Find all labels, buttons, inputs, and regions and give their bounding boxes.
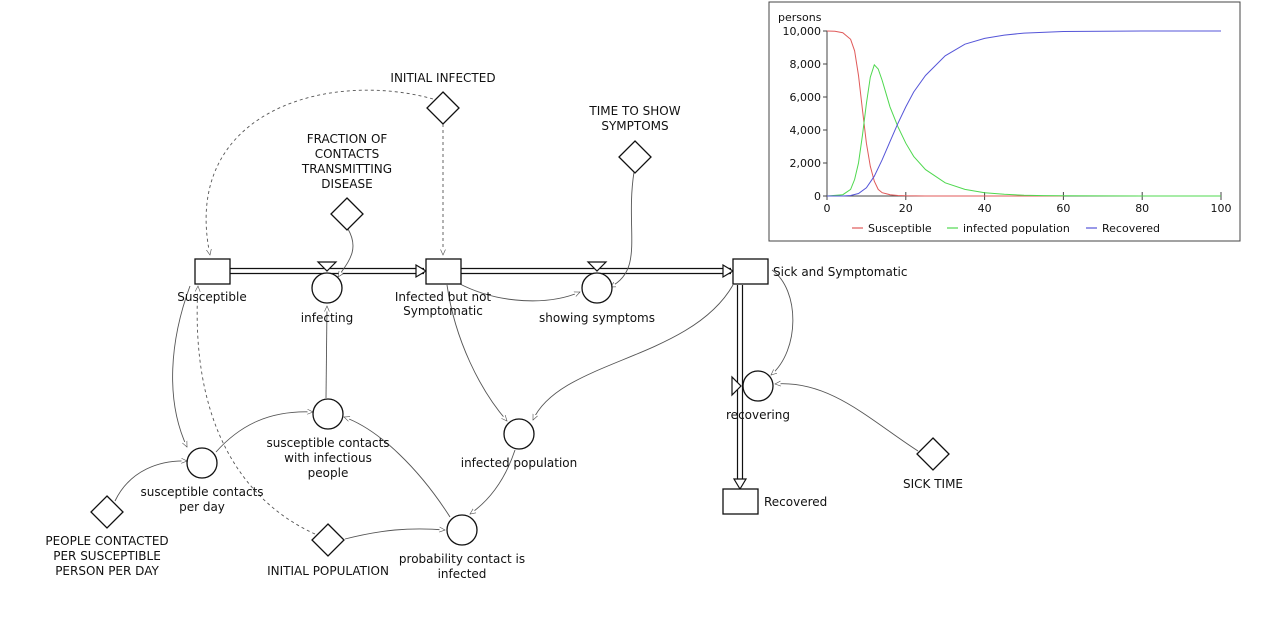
recovering-valve: [731, 375, 742, 397]
stock-infected-label-line2: Symptomatic: [403, 304, 483, 318]
y-tick-label: 6,000: [790, 91, 822, 104]
graph-pad: persons 0 2,000 4,000 6,000 8,000 10,000 0 20 4…: [768, 1, 1241, 242]
stock-infected-not-symptomatic[interactable]: [425, 258, 462, 285]
aux-susceptible-contacts-infectious[interactable]: [312, 398, 344, 430]
const-initial-population-label: INITIAL POPULATION: [267, 564, 389, 578]
aux-sci-label-line3: people: [308, 466, 349, 480]
series-line-susceptible: [826, 30, 1064, 197]
aux-sci-label-line1: susceptible contacts: [266, 436, 389, 450]
legend-label: infected population: [963, 222, 1070, 235]
flow-showing-symptoms-label: showing symptoms: [539, 311, 655, 325]
x-tick-label: 0: [824, 202, 831, 215]
y-axis-unit-label: persons: [778, 11, 822, 24]
const-fraction-label-line4: DISEASE: [321, 177, 372, 191]
const-initial-population[interactable]: [311, 523, 345, 557]
const-fraction-transmitting[interactable]: [330, 197, 364, 231]
flow-showing-symptoms[interactable]: [581, 272, 613, 304]
graph-frame: [768, 1, 1241, 242]
x-tick-label: 60: [1056, 202, 1070, 215]
x-tick-label: 20: [899, 202, 913, 215]
aux-infected-population[interactable]: [503, 418, 535, 450]
series-line-infected-population: [826, 63, 1221, 197]
const-time-to-show-label-line2: SYMPTOMS: [601, 119, 668, 133]
y-tick-label: 8,000: [790, 58, 822, 71]
const-people-contacted-label-line2: PER SUSCEPTIBLE: [53, 549, 161, 563]
aux-scpd-label-line2: per day: [179, 500, 225, 514]
x-tick-label: 80: [1135, 202, 1149, 215]
const-time-to-show-symptoms[interactable]: [618, 140, 652, 174]
flow-recovering-label: recovering: [726, 408, 790, 422]
stock-infected-label-line1: Infected but not: [395, 290, 492, 304]
aux-infected-population-label: infected population: [461, 456, 578, 470]
aux-prob-label-line2: infected: [438, 567, 487, 581]
aux-scpd-label-line1: susceptible contacts: [140, 485, 263, 499]
aux-probability-contact-infected[interactable]: [446, 514, 478, 546]
y-tick-label: 2,000: [790, 157, 822, 170]
const-time-to-show-label-line1: TIME TO SHOW: [588, 104, 680, 118]
aux-susceptible-contacts-per-day[interactable]: [186, 447, 218, 479]
series-line-recovered: [827, 30, 1221, 197]
x-tick-label: 40: [978, 202, 992, 215]
stock-susceptible[interactable]: [194, 258, 231, 285]
const-people-contacted-label-line1: PEOPLE CONTACTED: [45, 534, 168, 548]
stock-susceptible-label: Susceptible: [177, 290, 246, 304]
y-tick-label: 0: [814, 190, 821, 203]
legend-label: Susceptible: [868, 222, 932, 235]
info-links: [114, 89, 919, 540]
x-tick-label: 100: [1211, 202, 1232, 215]
y-tick-label: 4,000: [790, 124, 822, 137]
const-initial-infected-label: INITIAL INFECTED: [390, 71, 495, 85]
y-tick-label: 10,000: [783, 25, 822, 38]
aux-prob-label-line1: probability contact is: [399, 552, 525, 566]
showing-symptoms-valve: [586, 261, 608, 272]
legend-label: Recovered: [1102, 222, 1160, 235]
flow-recovering[interactable]: [742, 370, 774, 402]
const-sick-time-label: SICK TIME: [903, 477, 963, 491]
const-fraction-label-line3: TRANSMITTING: [301, 162, 392, 176]
infecting-valve: [316, 261, 338, 272]
const-initial-infected[interactable]: [426, 91, 460, 125]
const-people-contacted-label-line3: PERSON PER DAY: [55, 564, 159, 578]
stock-sick-symptomatic-label: Sick and Symptomatic: [773, 265, 907, 279]
const-sick-time[interactable]: [916, 437, 950, 471]
flow-infecting-label: infecting: [301, 311, 353, 325]
flow-infecting[interactable]: [311, 272, 343, 304]
stock-recovered[interactable]: [722, 488, 759, 515]
const-fraction-label-line2: CONTACTS: [315, 147, 380, 161]
stock-recovered-label: Recovered: [764, 495, 827, 509]
const-people-contacted[interactable]: [90, 495, 124, 529]
stock-sick-symptomatic[interactable]: [732, 258, 769, 285]
const-fraction-label-line1: FRACTION OF: [307, 132, 388, 146]
aux-sci-label-line2: with infectious: [284, 451, 372, 465]
